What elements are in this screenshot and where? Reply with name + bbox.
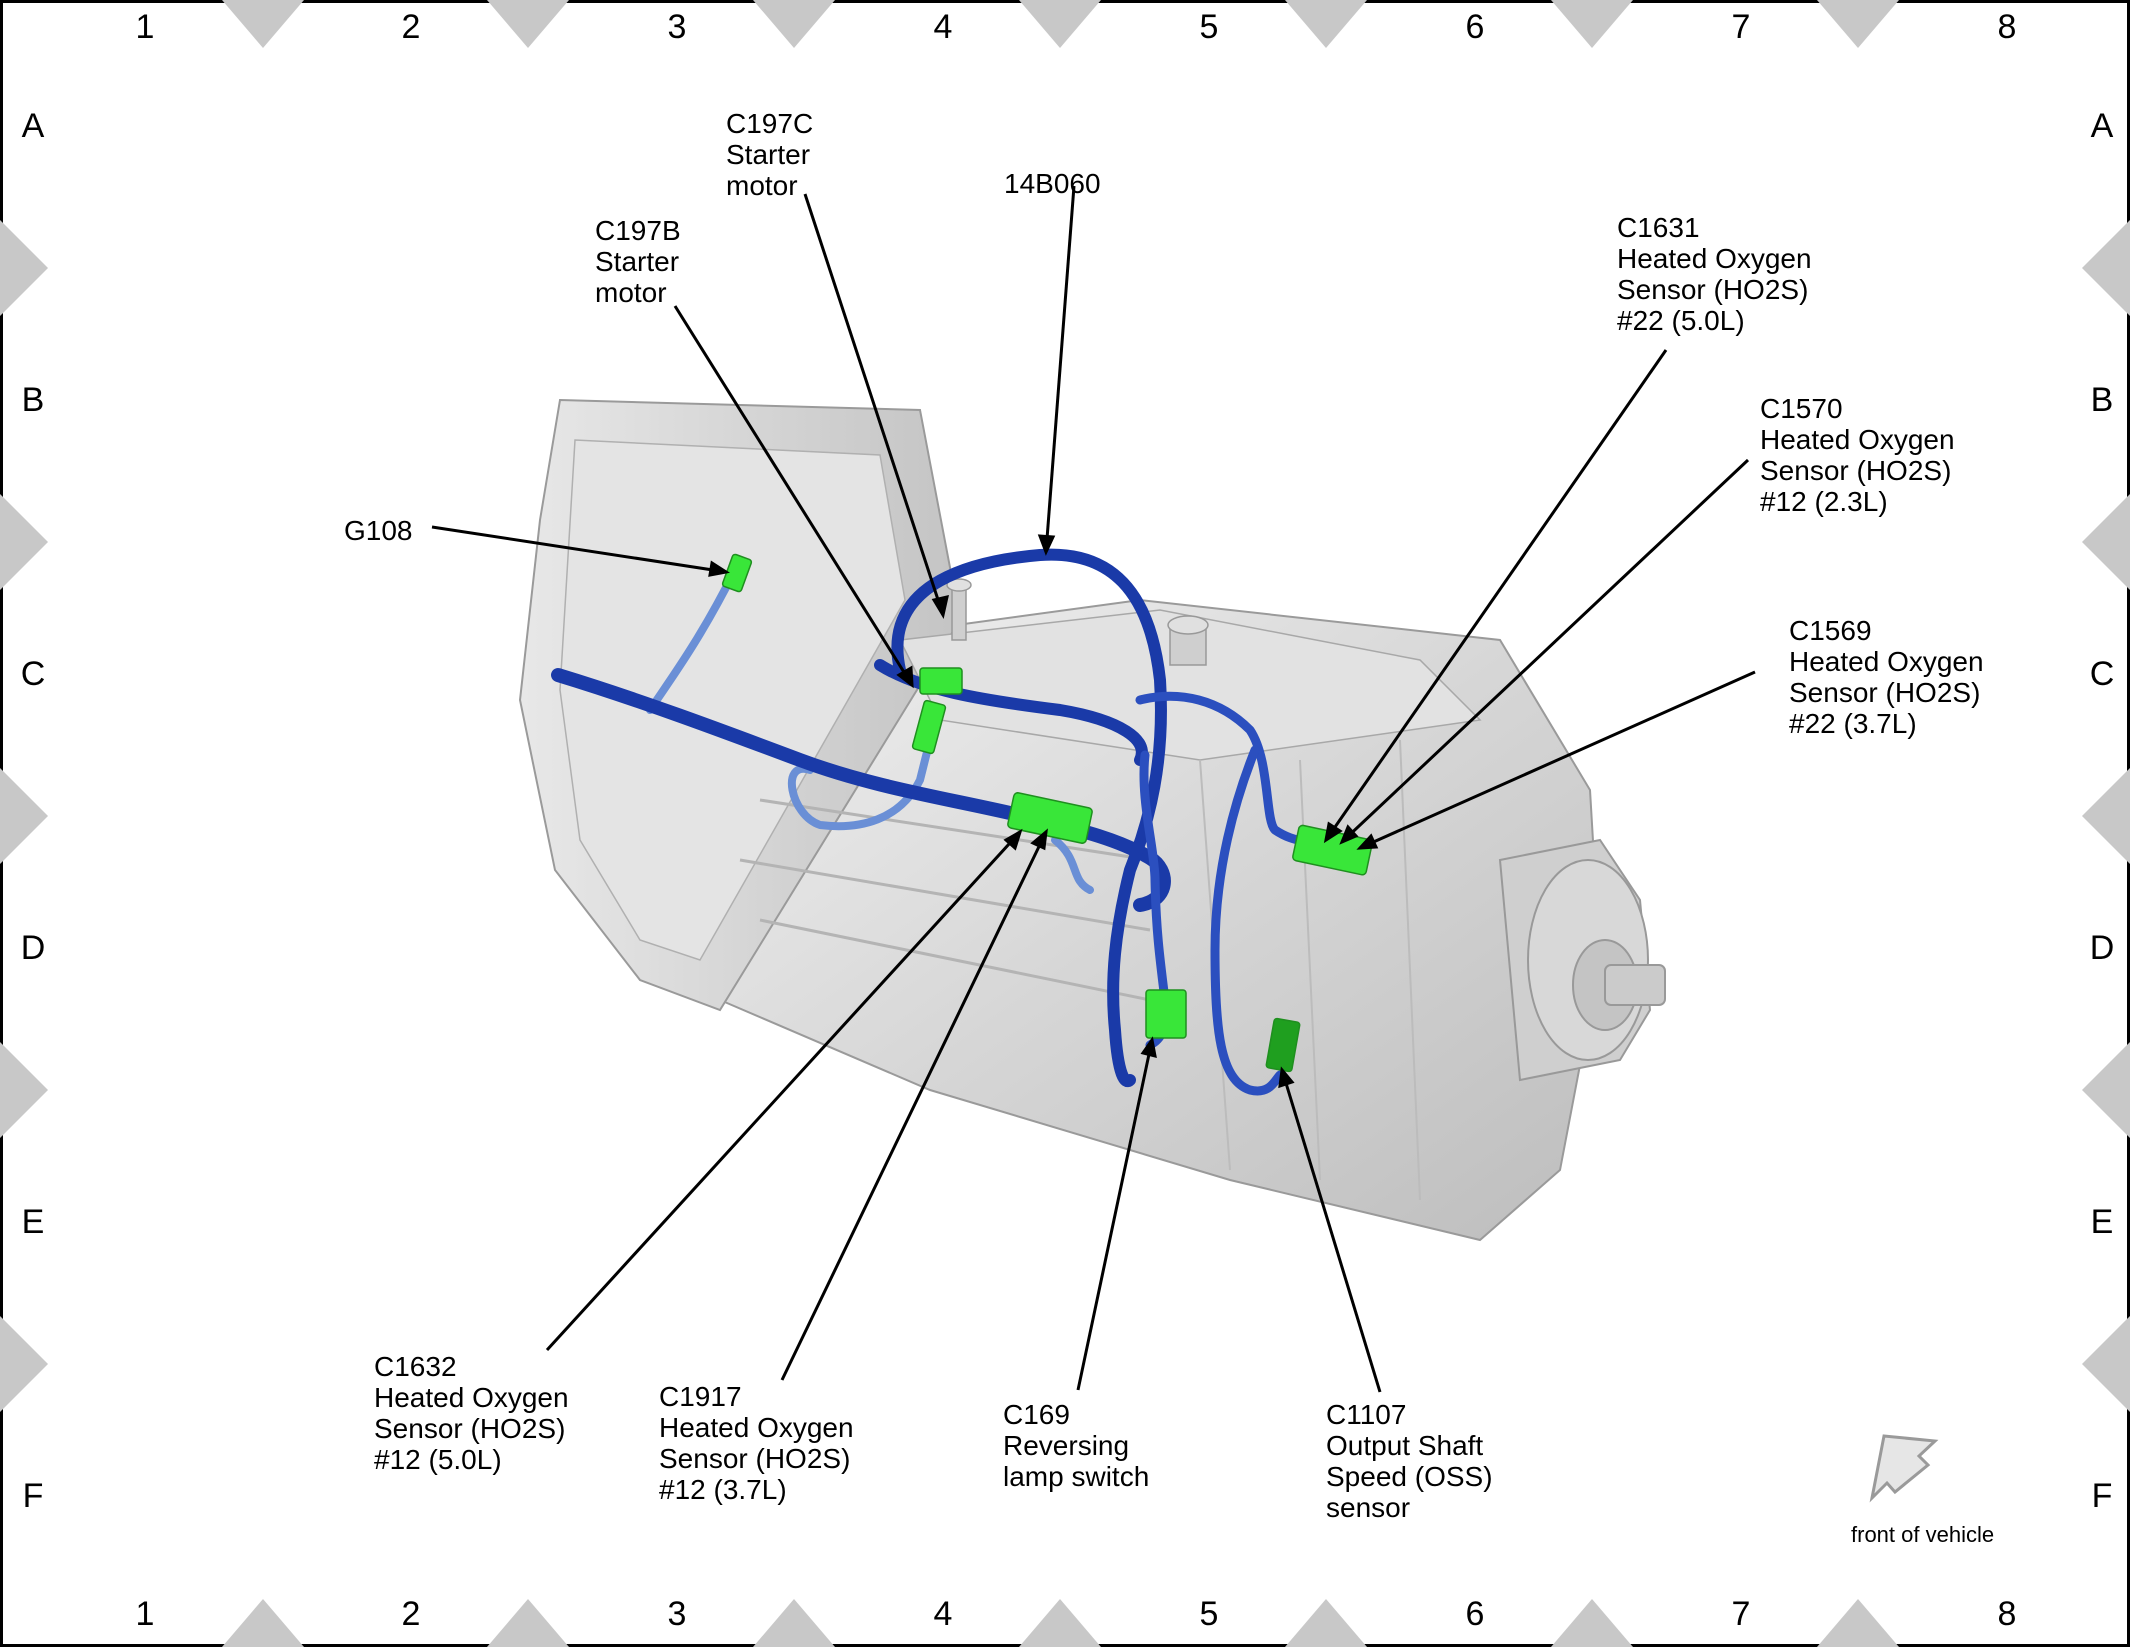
grid-marker-bottom [753,1599,835,1647]
leader-c1570 [1340,458,1750,844]
grid-marker-left [0,768,48,864]
grid-row-label: E [2090,1203,2114,1241]
arrowhead [1030,828,1048,851]
grid-column-label: 4 [933,1595,953,1633]
callout-c1569: C1569 Heated Oxygen Sensor (HO2S) #22 (3… [1789,615,1984,739]
grid-marker-right [2082,494,2130,590]
grid-column-label: 5 [1199,1595,1219,1633]
callout-c169: C169 Reversing lamp switch [1003,1399,1150,1492]
grid-marker-right [2082,1042,2130,1138]
arrowhead [1339,824,1359,845]
grid-marker-left [0,220,48,316]
grid-row-label: A [2090,107,2114,145]
callout-c1631: C1631 Heated Oxygen Sensor (HO2S) #22 (5… [1617,212,1812,336]
leader-14b060 [1044,185,1076,553]
leader-c197b [673,305,914,686]
grid-row-label: B [2090,381,2114,419]
grid-row-label: A [21,107,45,145]
grid-marker-top [1817,0,1899,48]
connector-c197c [919,667,963,695]
grid-marker-top [1551,0,1633,48]
callout-g108: G108 [344,515,413,546]
grid-marker-bottom [1285,1599,1367,1647]
grid-column-label: 7 [1731,1595,1751,1633]
grid-column-label: 2 [401,8,421,46]
grid-marker-right [2082,220,2130,316]
transmission-housing [518,398,1666,1242]
leader-g108 [431,525,727,574]
connector-c197b [911,699,947,755]
grid-marker-left [0,1316,48,1412]
leader-c1631 [1324,349,1668,841]
grid-row-label: C [20,655,46,693]
grid-marker-top [1019,0,1101,48]
arrowhead [1356,833,1379,850]
grid-column-label: 8 [1997,8,2017,46]
callout-c197b: C197B Starter motor [595,215,681,308]
grid-column-label: 1 [135,1595,155,1633]
leader-c1917 [780,831,1048,1381]
grid-marker-bottom [1551,1599,1633,1647]
grid-marker-top [753,0,835,48]
leader-c169 [1076,1039,1154,1391]
callout-c197c: C197C Starter motor [726,108,814,201]
grid-marker-bottom [222,1599,304,1647]
grid-column-label: 7 [1731,8,1751,46]
grid-row-label: F [2091,1477,2113,1515]
arrowhead [1323,821,1343,844]
callout-c1570: C1570 Heated Oxygen Sensor (HO2S) #12 (2… [1760,393,1955,517]
arrowhead [708,560,730,577]
leader-lines [431,185,1756,1393]
grid-marker-top [487,0,569,48]
grid-column-label: 2 [401,1595,421,1633]
grid-marker-right [2082,768,2130,864]
arrowhead [1278,1066,1295,1089]
arrowhead [1037,534,1056,556]
connector-g108 [721,553,753,593]
callout-c1107: C1107 Output Shaft Speed (OSS) sensor [1326,1399,1493,1523]
grid-row-label: E [21,1203,45,1241]
grid-row-label: B [21,381,45,419]
grid-column-label: 1 [135,8,155,46]
callout-c1632: C1632 Heated Oxygen Sensor (HO2S) #12 (5… [374,1351,569,1475]
grid-column-label: 3 [667,1595,687,1633]
front-of-vehicle-arrow-icon [1869,1434,1939,1503]
grid-row-label: C [2089,655,2115,693]
grid-row-label: D [2089,929,2115,967]
arrowhead [1003,828,1023,851]
grid-marker-bottom [487,1599,569,1647]
grid-column-label: 3 [667,8,687,46]
grid-marker-left [0,1042,48,1138]
leader-c1107 [1280,1069,1382,1393]
leader-c1569 [1359,670,1756,850]
grid-marker-bottom [1019,1599,1101,1647]
connector-c1107 [1265,1017,1301,1073]
grid-row-label: F [22,1477,44,1515]
grid-column-label: 5 [1199,8,1219,46]
grid-marker-left [0,494,48,590]
grid-column-label: 6 [1465,8,1485,46]
grid-row-label: D [20,929,46,967]
callout-c1917: C1917 Heated Oxygen Sensor (HO2S) #12 (3… [659,1381,854,1505]
arrowhead [1140,1036,1157,1059]
leader-c197c [803,193,945,616]
wiring-harness [551,548,1315,1096]
front-of-vehicle-label: front of vehicle [1851,1522,1995,1547]
grid-marker-bottom [1817,1599,1899,1647]
arrowhead [931,595,949,619]
grid-column-label: 8 [1997,1595,2017,1633]
callout-14b060: 14B060 [1004,168,1101,199]
grid-marker-top [222,0,304,48]
grid-marker-top [1285,0,1367,48]
arrowhead [896,665,914,689]
leader-c1632 [545,830,1022,1352]
grid-column-label: 6 [1465,1595,1485,1633]
grid-column-label: 4 [933,8,953,46]
connector-c169 [1145,989,1187,1039]
grid-marker-right [2082,1316,2130,1412]
